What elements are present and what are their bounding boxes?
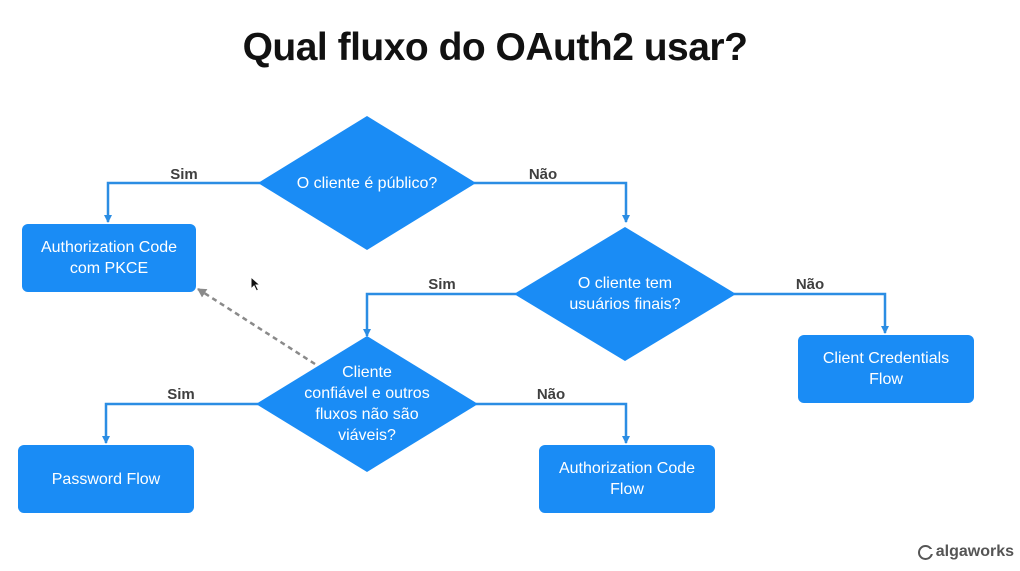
brand-name: algaworks xyxy=(935,543,1014,560)
connector-public-yes xyxy=(104,181,260,223)
edge-label-end-users-no: Não xyxy=(796,276,824,293)
connector-end-users-yes xyxy=(363,292,516,337)
decision-trusted-client xyxy=(256,336,478,472)
connector-trusted-no xyxy=(476,402,630,444)
edge-label-public-no: Não xyxy=(529,166,557,183)
connector-public-no xyxy=(474,181,630,223)
connector-trusted-yes xyxy=(102,402,258,444)
mouse-cursor-icon xyxy=(250,276,262,292)
connector-end-users-no xyxy=(734,292,889,334)
page-title: Qual fluxo do OAuth2 usar? xyxy=(242,26,748,69)
algaworks-logo-icon xyxy=(917,544,933,560)
result-auth-code-pkce-box xyxy=(22,224,196,292)
result-auth-code-box xyxy=(539,445,715,513)
decision-end-users xyxy=(514,227,736,361)
edge-label-end-users-yes: Sim xyxy=(428,276,456,293)
edge-label-trusted-yes: Sim xyxy=(167,386,195,403)
result-password-flow-box xyxy=(18,445,194,513)
result-client-credentials-box xyxy=(798,335,974,403)
edge-label-public-yes: Sim xyxy=(170,166,198,183)
decision-public-client xyxy=(258,116,476,250)
edge-label-trusted-no: Não xyxy=(537,386,565,403)
brand-watermark: algaworks xyxy=(917,543,1014,561)
connector-dashed-trusted-to-pkce xyxy=(197,287,316,366)
